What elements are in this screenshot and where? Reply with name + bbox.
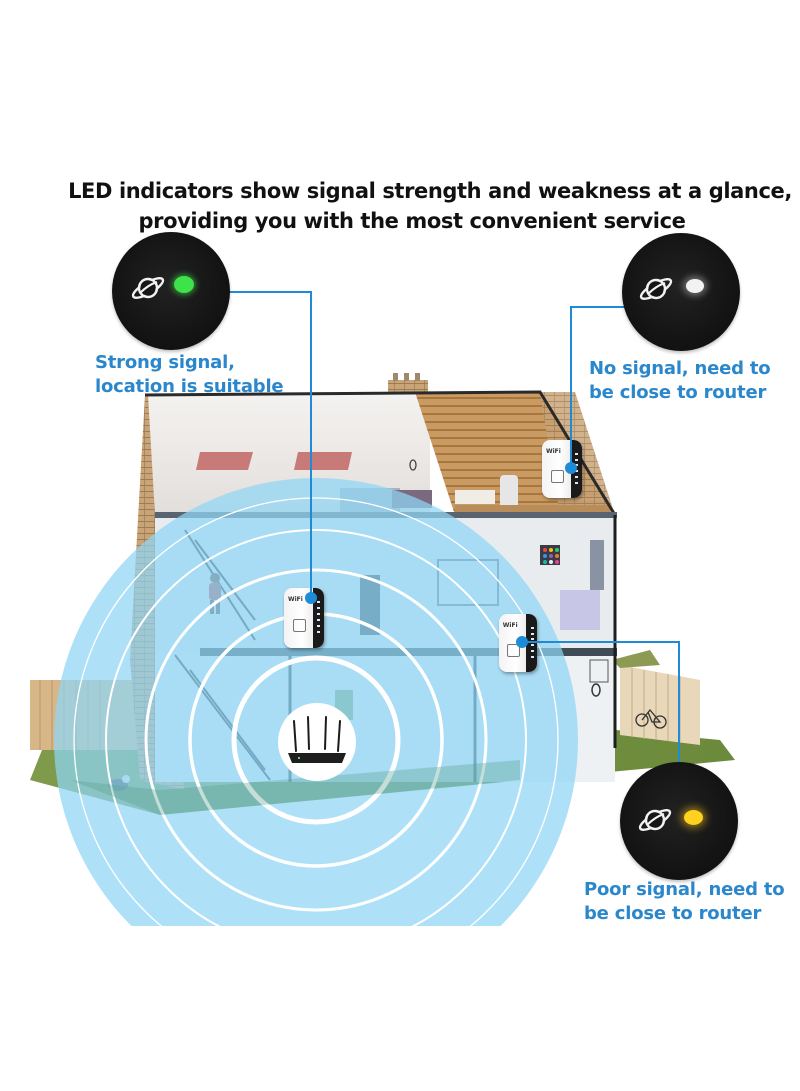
caption-none-line-1: No signal, need to <box>589 358 771 379</box>
leader-line-poor <box>522 641 680 643</box>
leader-dot-poor <box>516 636 528 648</box>
caption-poor-line-2: be close to router <box>584 903 762 924</box>
extender-wifi-label: WiFi <box>502 622 518 630</box>
headline-line-2: providing you with the most convenient s… <box>138 209 686 233</box>
caption-strong-line-2: location is suitable <box>95 376 284 397</box>
caption-poor: Poor signal, need to be close to router <box>584 878 785 926</box>
caption-strong: Strong signal, location is suitable <box>95 351 284 399</box>
caption-poor-line-1: Poor signal, need to <box>584 879 785 900</box>
wps-button-icon <box>292 619 306 633</box>
led-white <box>686 279 704 293</box>
caption-none-line-2: be close to router <box>589 382 767 403</box>
wifi-extender-poor: WiFi <box>499 614 537 672</box>
led-indicator-poor <box>620 762 738 880</box>
planet-icon <box>639 278 673 300</box>
led-strip <box>312 588 324 648</box>
leader-line-none <box>570 306 626 308</box>
led-indicator-none <box>622 233 740 351</box>
wifi-extender-strong: WiFi <box>284 588 324 648</box>
leader-dot-strong <box>305 592 317 604</box>
led-yellow <box>684 810 703 825</box>
led-strip <box>526 614 537 672</box>
headline-line-1: LED indicators show signal strength and … <box>68 179 792 203</box>
router-badge <box>278 703 356 781</box>
extender-wifi-label: WiFi <box>546 448 561 456</box>
leader-line-none <box>570 306 572 468</box>
caption-strong-line-1: Strong signal, <box>95 352 235 373</box>
leader-line-strong <box>310 291 312 597</box>
caption-none: No signal, need to be close to router <box>589 357 771 405</box>
leader-line-poor <box>678 641 680 769</box>
led-indicator-strong <box>112 232 230 350</box>
router-icon <box>288 716 346 763</box>
extender-wifi-label: WiFi <box>288 596 303 604</box>
planet-icon <box>131 277 165 299</box>
wps-button-icon <box>550 470 564 484</box>
headline: LED indicators show signal strength and … <box>0 176 800 236</box>
leader-dot-none <box>565 462 577 474</box>
led-green <box>174 276 194 293</box>
wps-button-icon <box>507 644 521 658</box>
planet-icon <box>638 809 672 831</box>
leader-line-strong <box>228 291 312 293</box>
